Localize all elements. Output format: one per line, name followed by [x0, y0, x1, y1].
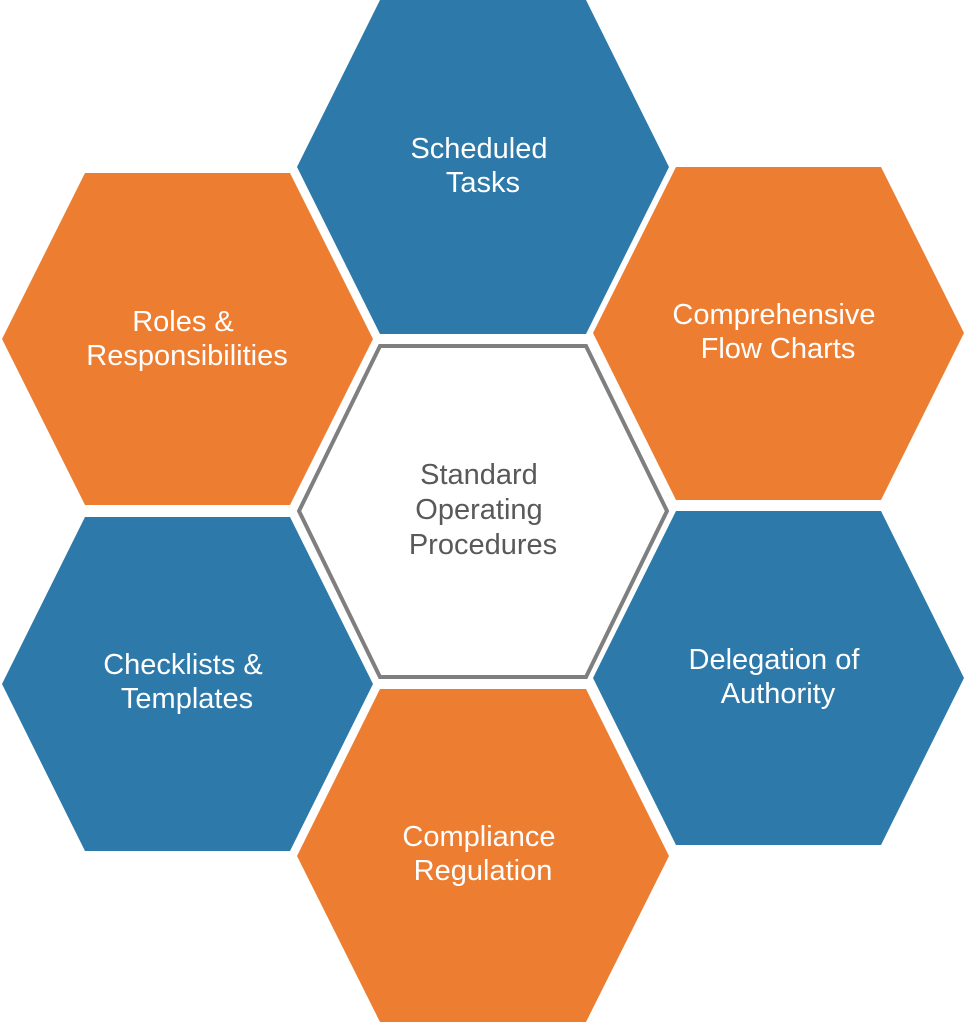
- center-label-line: Operating: [415, 494, 542, 526]
- hex-scheduled-tasks: Scheduled Tasks: [297, 0, 669, 334]
- hex-label-scheduled-tasks: Scheduled Tasks: [410, 133, 555, 199]
- hex-label-line: Scheduled: [410, 133, 547, 165]
- hex-label-line: Comprehensive: [672, 299, 875, 331]
- hex-shape-scheduled-tasks: [297, 0, 669, 334]
- hex-label-line: Responsibilities: [86, 340, 288, 372]
- hex-shape-roles-responsibilities: [2, 173, 373, 505]
- hex-shape-compliance-regulation: [297, 689, 669, 1022]
- hex-label-comprehensive-flow-charts: Comprehensive Flow Charts: [672, 299, 883, 365]
- hex-label-line: Compliance: [402, 821, 555, 853]
- hex-label-line: Flow Charts: [701, 333, 856, 365]
- hex-label-line: Regulation: [414, 855, 553, 887]
- hex-center-standard-operating-procedures: Standard Operating Procedures: [296, 344, 670, 679]
- hex-label-center: Standard Operating Procedures: [409, 459, 557, 561]
- hex-shape-comprehensive-flow-charts: [593, 167, 964, 500]
- hex-label-delegation-of-authority: Delegation of Authority: [689, 644, 868, 710]
- hex-label-line: Templates: [121, 683, 253, 715]
- hex-roles-responsibilities: Roles & Responsibilities: [2, 173, 373, 505]
- hex-shape-checklists-templates: [2, 517, 373, 851]
- hex-label-compliance-regulation: Compliance Regulation: [402, 821, 563, 887]
- hex-shape-delegation-of-authority: [593, 511, 964, 845]
- center-label-line: Standard: [420, 459, 538, 491]
- hex-delegation-of-authority: Delegation of Authority: [593, 511, 964, 845]
- hex-label-line: Authority: [721, 678, 836, 710]
- hex-comprehensive-flow-charts: Comprehensive Flow Charts: [593, 167, 964, 500]
- hex-label-roles-responsibilities: Roles & Responsibilities: [86, 306, 288, 372]
- hex-compliance-regulation: Compliance Regulation: [297, 689, 669, 1022]
- hex-shape-center: [296, 344, 670, 679]
- hex-label-line: Tasks: [446, 167, 520, 199]
- hex-label-line: Delegation of: [689, 644, 861, 676]
- hex-label-checklists-templates: Checklists & Templates: [103, 649, 271, 715]
- hex-label-line: Roles &: [132, 306, 234, 338]
- center-label-line: Procedures: [409, 529, 557, 561]
- hex-label-line: Checklists &: [103, 649, 263, 681]
- hex-checklists-templates: Checklists & Templates: [2, 517, 373, 851]
